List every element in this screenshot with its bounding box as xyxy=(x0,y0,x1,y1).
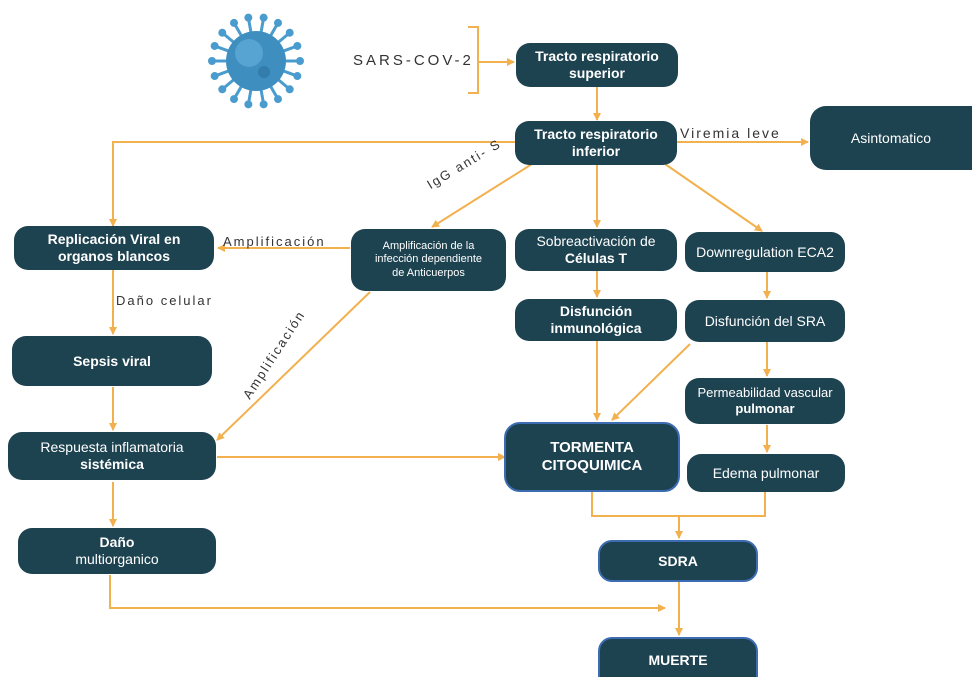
virus-spike-tip xyxy=(274,18,282,27)
virus-spike-tip xyxy=(230,95,238,104)
virus-spike-tip xyxy=(293,72,302,81)
virus-spike-tip xyxy=(218,28,227,37)
virus-spike-tip xyxy=(274,95,282,104)
label-amplificacion-horizontal: Amplificación xyxy=(223,234,326,249)
node-disfuncion-sra: Disfunción del SRA xyxy=(685,300,845,342)
virus-spike-tip xyxy=(285,85,294,94)
virus-spike-tip xyxy=(244,100,253,109)
virus-spike-tip xyxy=(259,100,268,109)
virus-spike-tip xyxy=(244,13,253,22)
virus-spike-tip xyxy=(210,72,219,81)
virus-spike-tip xyxy=(210,41,219,50)
arrow-inferior-to-replicacion xyxy=(109,141,515,227)
virus-spike-tip xyxy=(218,85,227,94)
sars-cov-2-label: SARS-COV-2 xyxy=(353,52,474,69)
virus-spike-tip xyxy=(285,28,294,37)
node-sepsis-viral: Sepsis viral xyxy=(12,336,212,386)
node-asintomatico: Asintomatico xyxy=(810,106,972,170)
merge-tormenta-edema xyxy=(591,492,766,517)
node-downregulation-eca2: Downregulation ECA2 xyxy=(685,232,845,272)
virus-spike-tip xyxy=(296,57,304,65)
coronavirus-icon xyxy=(208,13,304,109)
node-muerte: MUERTE xyxy=(598,637,758,677)
virus-spike-tip xyxy=(259,13,268,22)
label-viremia-leve: Viremia leve xyxy=(680,125,781,141)
virus-spike-tip xyxy=(293,41,302,50)
virus-spike-tip xyxy=(208,57,216,65)
label-dano-celular: Daño celular xyxy=(116,293,213,308)
node-edema-pulmonar: Edema pulmonar xyxy=(687,454,845,492)
node-sdra: SDRA xyxy=(598,540,758,582)
sars-bracket xyxy=(468,26,479,94)
virus-spike-tip xyxy=(230,18,238,27)
arrow-inferior-to-downregulation xyxy=(664,163,763,232)
arrow-dano-to-muerte xyxy=(109,575,666,612)
arrow-amplificacion-to-respuesta xyxy=(216,291,371,441)
arrow-inferior-to-amplificacion xyxy=(431,163,533,228)
arrow-sra-to-tormenta xyxy=(611,343,691,421)
